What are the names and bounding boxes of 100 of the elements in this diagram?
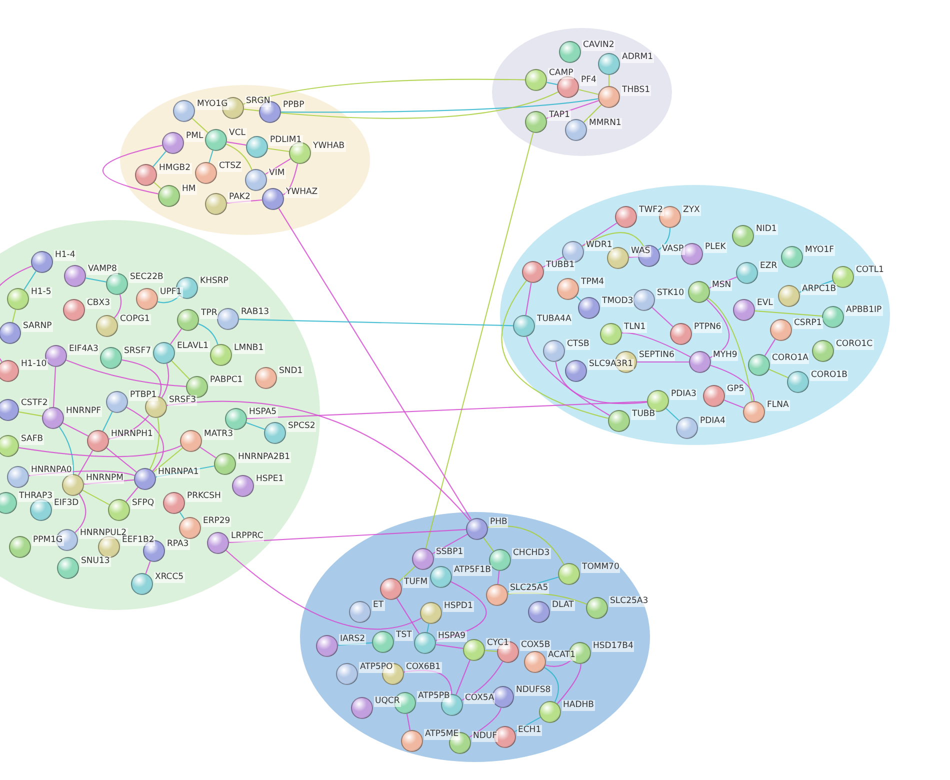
interaction-line: [406, 714, 411, 730]
interaction-line: [508, 592, 587, 605]
protein-label: COX5A: [464, 693, 496, 704]
protein-label: PDLIM1: [269, 135, 303, 146]
protein-label: ECH1: [517, 725, 542, 736]
protein-label: MMRN1: [588, 118, 622, 129]
protein-label: CHCHD3: [512, 548, 551, 559]
protein-label: SND1: [278, 366, 304, 377]
interaction-line: [52, 366, 56, 408]
protein-label: LMNB1: [233, 343, 265, 354]
protein-label: THBS1: [621, 85, 652, 96]
protein-label: CORO1C: [835, 339, 874, 350]
protein-label: HNRNPA1: [157, 467, 200, 478]
interaction-line: [398, 566, 416, 582]
protein-label: NID1: [755, 224, 778, 235]
protein-label: MYH9: [712, 350, 738, 361]
interaction-line: [179, 512, 185, 519]
protein-label: SEC22B: [129, 272, 164, 283]
protein-label: NDUF: [472, 731, 498, 742]
interaction-line: [507, 576, 559, 592]
interaction-line: [86, 278, 106, 282]
interaction-line: [12, 310, 16, 322]
interaction-line: [18, 411, 42, 417]
protein-label: MSN: [711, 280, 732, 291]
interaction-line: [576, 296, 582, 301]
protein-label: PHB: [489, 517, 508, 528]
protein-label: CORO1A: [771, 353, 810, 364]
interaction-line: [265, 158, 291, 175]
interaction-line: [208, 150, 214, 163]
interaction-line: [710, 364, 755, 402]
interaction-line: [145, 561, 151, 574]
interaction-line: [161, 363, 170, 398]
interaction-line: [426, 624, 430, 632]
interaction-line: [122, 359, 162, 397]
protein-label: EIF4A3: [68, 344, 100, 355]
interaction-line: [526, 336, 610, 416]
interaction-line: [200, 446, 216, 458]
interaction-line: [238, 318, 514, 326]
interaction-line: [622, 332, 691, 358]
interaction-line: [544, 667, 559, 702]
interaction-line: [66, 360, 186, 387]
interaction-line: [62, 422, 88, 436]
interaction-line: [436, 581, 487, 642]
interaction-line: [583, 104, 602, 123]
protein-label: HNRNPA0: [30, 465, 73, 476]
interaction-line: [170, 328, 182, 344]
protein-label: SLC25A3: [609, 596, 650, 607]
interaction-line: [709, 276, 737, 289]
protein-label: VCL: [228, 128, 246, 139]
protein-label: TST: [395, 630, 413, 641]
protein-label: CAVIN2: [582, 40, 616, 51]
protein-label: FLNA: [766, 400, 790, 411]
protein-label: CTSB: [566, 339, 590, 350]
interaction-line: [488, 526, 564, 565]
interaction-line: [525, 282, 532, 316]
interaction-line: [157, 295, 180, 304]
protein-label: CBX3: [86, 298, 111, 309]
protein-label: UPF1: [159, 287, 183, 298]
protein-label: YWHAZ: [285, 187, 319, 198]
protein-label: RAB13: [240, 307, 270, 318]
interaction-line: [126, 406, 164, 472]
interaction-line: [171, 360, 190, 380]
protein-label: TLN1: [623, 322, 647, 333]
protein-label: TWF2: [638, 205, 664, 216]
protein-label: ERP29: [202, 516, 232, 527]
protein-label: ZYX: [682, 205, 701, 216]
interaction-line: [456, 660, 470, 695]
interaction-line: [228, 529, 466, 543]
interaction-line: [58, 426, 74, 474]
protein-label: TAP1: [548, 110, 571, 121]
protein-label: TUBB1: [545, 260, 576, 271]
interaction-line: [666, 408, 680, 421]
protein-label: TMOD3: [601, 296, 634, 307]
protein-label: IARS2: [339, 634, 366, 645]
protein-label: APBB1IP: [845, 305, 883, 316]
protein-label: DLAT: [551, 600, 575, 611]
interaction-line: [658, 228, 671, 250]
protein-label: PRKCSH: [186, 491, 222, 502]
protein-label: SEPTIN6: [638, 350, 676, 361]
protein-label: ADRM1: [621, 52, 654, 63]
protein-label: HNRNPH1: [110, 429, 154, 440]
interaction-line: [154, 182, 162, 189]
protein-label: HMGB2: [158, 163, 192, 174]
interaction-line: [542, 256, 564, 268]
interaction-line: [469, 708, 502, 738]
protein-label: SARNP: [22, 321, 53, 332]
interaction-line: [436, 644, 464, 649]
interaction-line: [768, 368, 788, 378]
interaction-line: [84, 479, 134, 485]
interaction-line: [652, 307, 674, 327]
interaction-line: [243, 78, 525, 105]
protein-label: ET: [372, 600, 385, 611]
interaction-line: [74, 494, 86, 533]
protein-label: SFPQ: [131, 498, 156, 509]
interaction-line: [545, 659, 572, 667]
protein-label: COPG1: [119, 314, 151, 325]
interaction-line: [102, 144, 162, 194]
protein-label: CSTF2: [20, 398, 49, 409]
interaction-line: [0, 266, 32, 362]
protein-label: ATP5F1B: [453, 565, 492, 576]
